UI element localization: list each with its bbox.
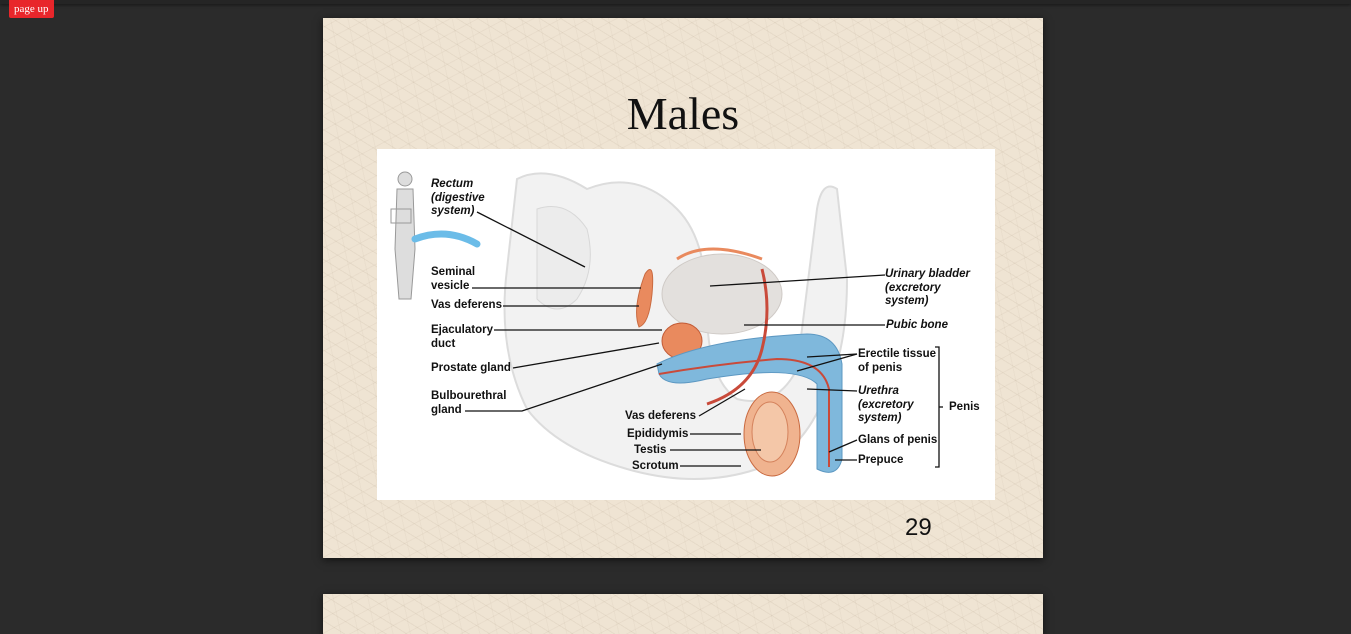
label-epididymis: Epididymis	[627, 428, 689, 440]
next-slide	[323, 594, 1043, 634]
orientation-figure	[394, 171, 416, 300]
label-urethra: Urethra (excretory system)	[858, 385, 914, 424]
label-prepuce: Prepuce	[858, 454, 904, 466]
label-scrotum: Scrotum	[632, 460, 679, 472]
slide: Males	[323, 18, 1043, 558]
label-vas-deferens-bottom: Vas deferens	[625, 410, 696, 422]
label-pubic-bone: Pubic bone	[886, 319, 948, 331]
label-urinary-bladder: Urinary bladder (excretory system)	[885, 268, 970, 307]
anatomy-figure: Rectum (digestive system) Seminal vesicl…	[377, 149, 995, 500]
label-bulbourethral-gland: Bulbourethral gland	[431, 390, 507, 416]
label-rectum: Rectum (digestive system)	[431, 178, 485, 217]
page-up-button[interactable]: page up	[9, 0, 54, 18]
page-number: 29	[905, 514, 932, 541]
anatomy-illustration	[390, 171, 943, 480]
slide-title: Males	[626, 88, 740, 139]
label-testis: Testis	[634, 444, 667, 456]
label-erectile-tissue: Erectile tissue of penis	[858, 348, 936, 374]
label-seminal-vesicle: Seminal vesicle	[431, 266, 476, 292]
label-vas-deferens: Vas deferens	[431, 299, 502, 311]
label-penis: Penis	[949, 401, 980, 413]
label-prostate-gland: Prostate gland	[431, 362, 511, 374]
label-glans-of-penis: Glans of penis	[858, 434, 938, 446]
top-bar	[0, 0, 1351, 4]
label-ejaculatory-duct: Ejaculatory duct	[431, 324, 493, 350]
